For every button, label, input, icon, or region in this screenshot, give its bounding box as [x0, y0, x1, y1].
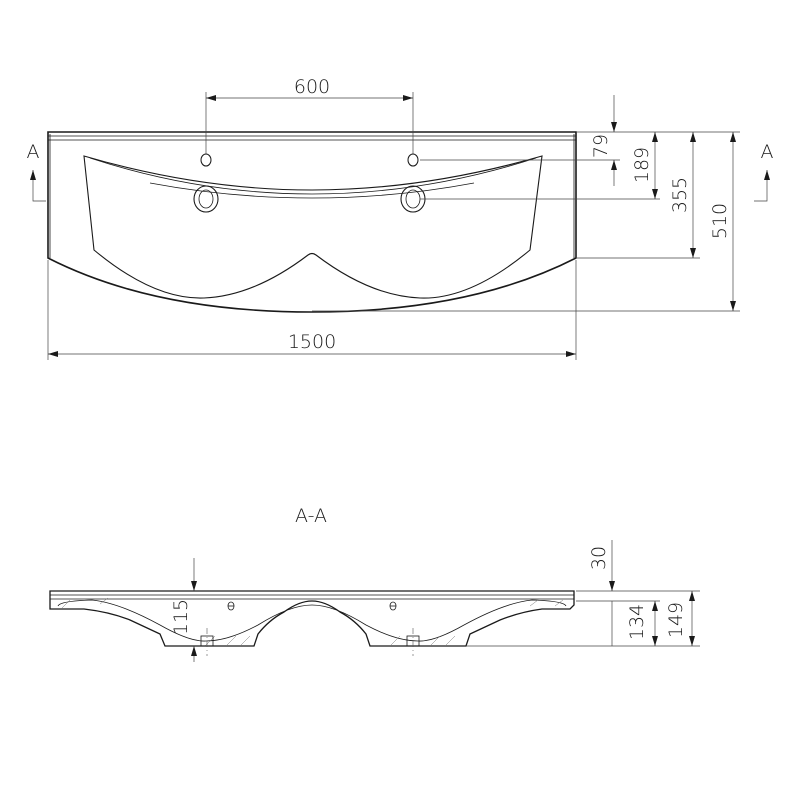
dim-basin-depth: 115	[170, 599, 192, 635]
dim-overall-depth: 510	[709, 203, 731, 239]
section-view: A-A 115 30 134 149	[49, 505, 700, 662]
tap-hole-right	[407, 153, 419, 167]
dim-side-depth: 355	[669, 177, 691, 213]
bowl-back-edge	[149, 182, 475, 199]
top-view: 600 1500 79 189 355 510 A A	[27, 76, 774, 360]
drain-left	[193, 185, 219, 213]
section-marker-left: A	[27, 141, 40, 163]
dim-tap-spacing: 600	[294, 76, 330, 98]
dim-inner-height: 134	[626, 604, 648, 640]
dim-tap-hole-offset: 79	[590, 134, 612, 158]
bowl-back-edge	[89, 157, 537, 195]
tap-hole-left	[200, 153, 212, 167]
drain-right-inner	[405, 189, 421, 209]
bowl-inner-outline	[83, 155, 543, 299]
drain-left-inner	[198, 189, 214, 209]
dim-drain-offset: 189	[631, 147, 653, 183]
section-profile-outer	[49, 590, 575, 647]
section-title: A-A	[295, 505, 327, 527]
dim-overall-height: 149	[665, 602, 687, 638]
section-profile-inner	[57, 599, 567, 642]
basin-outline	[47, 131, 577, 313]
section-marker-right: A	[761, 141, 774, 163]
dim-overall-width: 1500	[288, 331, 336, 353]
section-hatching	[61, 597, 564, 647]
dim-rim-thickness: 30	[588, 546, 610, 570]
